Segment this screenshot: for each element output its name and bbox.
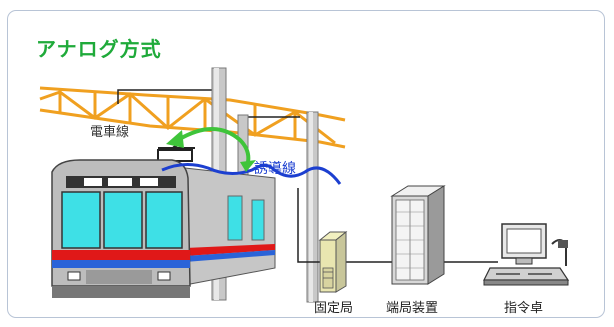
- induction-wire-label: 誘導線: [254, 161, 296, 177]
- console-terminal-icon: [483, 223, 570, 286]
- fixed-station-cabinet-icon: [318, 230, 348, 293]
- connection-lines: [297, 188, 498, 263]
- command-console-label: 指令卓: [504, 301, 544, 316]
- diagram-title: アナログ方式: [36, 37, 162, 61]
- server-rack-icon: [390, 185, 446, 285]
- induction-wire-icon: [161, 163, 342, 185]
- train-icon: [51, 144, 276, 298]
- catenary-hangers: [117, 89, 300, 118]
- fixed-station-label: 固定局: [314, 301, 354, 316]
- terminal-equipment-label: 端局装置: [386, 301, 439, 316]
- signal-arrow-icon: [176, 127, 251, 163]
- overhead-wire-label: 電車線: [90, 125, 130, 140]
